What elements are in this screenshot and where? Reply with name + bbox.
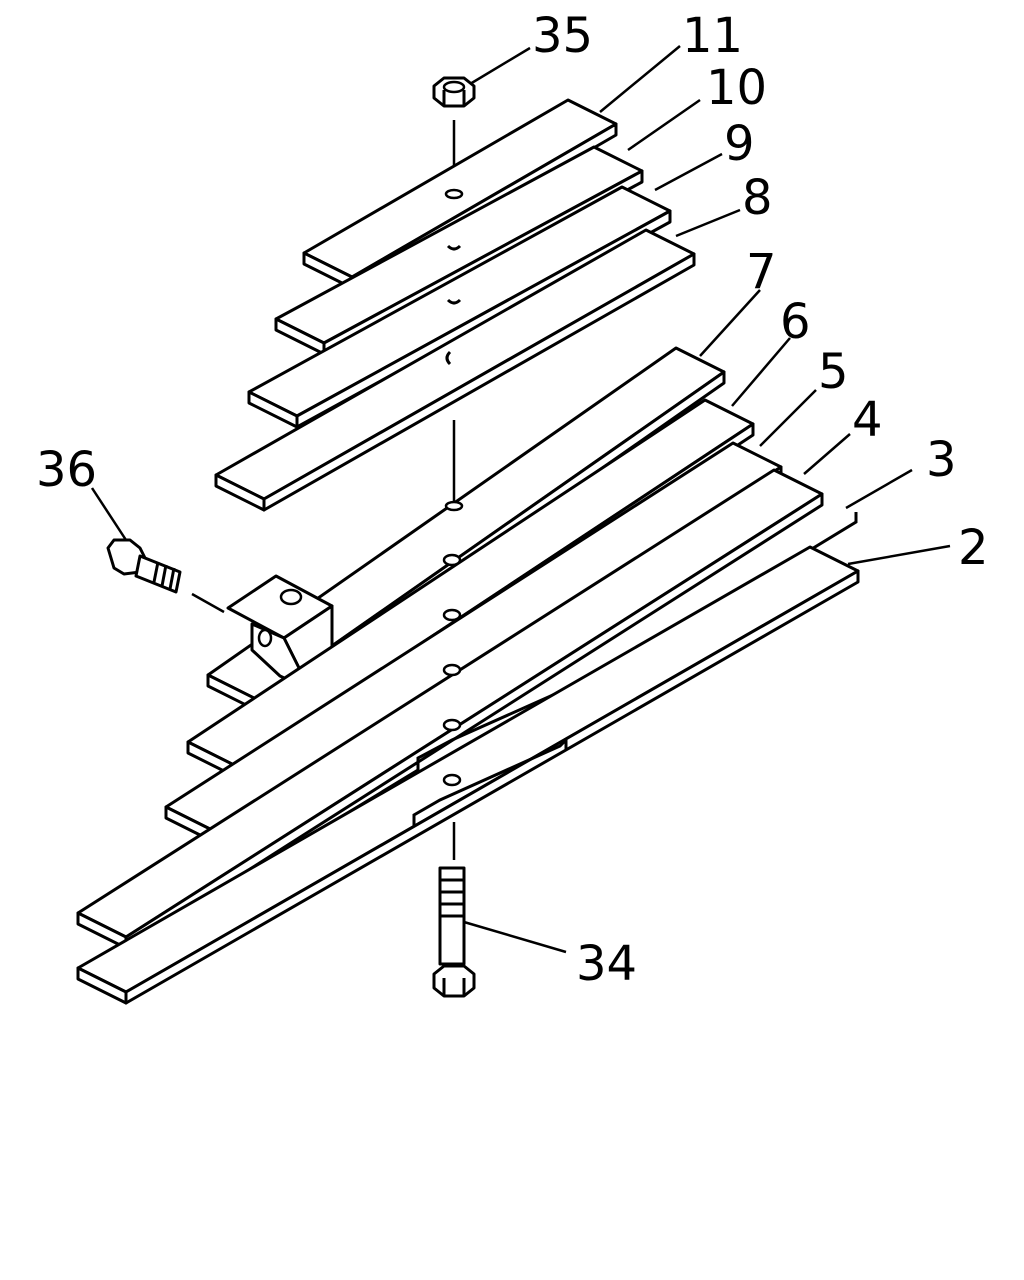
- callout-4: 4: [852, 392, 883, 448]
- callout-8: 8: [742, 170, 773, 226]
- callout-7: 7: [746, 244, 777, 300]
- callout-6: 6: [780, 294, 811, 350]
- callout-3: 3: [926, 432, 957, 488]
- callout-9: 9: [724, 116, 755, 172]
- callout-2: 2: [958, 520, 989, 576]
- bolt-36-axis: [191, 592, 225, 614]
- callout-5: 5: [818, 344, 849, 400]
- leaf-9: [247, 185, 672, 429]
- nut-35: [432, 76, 476, 108]
- callout-11: 11: [682, 8, 743, 64]
- callout-34: 34: [576, 936, 637, 992]
- callout-10: 10: [706, 60, 767, 116]
- center-bolt-34: [432, 866, 476, 998]
- leaf-4: [76, 468, 824, 950]
- leaf-8: [214, 228, 696, 512]
- bolt-36: [106, 538, 182, 594]
- callout-35: 35: [532, 8, 593, 64]
- leader-lines: [90, 45, 951, 954]
- leaf-2: [76, 545, 860, 1005]
- callout-36: 36: [36, 442, 97, 498]
